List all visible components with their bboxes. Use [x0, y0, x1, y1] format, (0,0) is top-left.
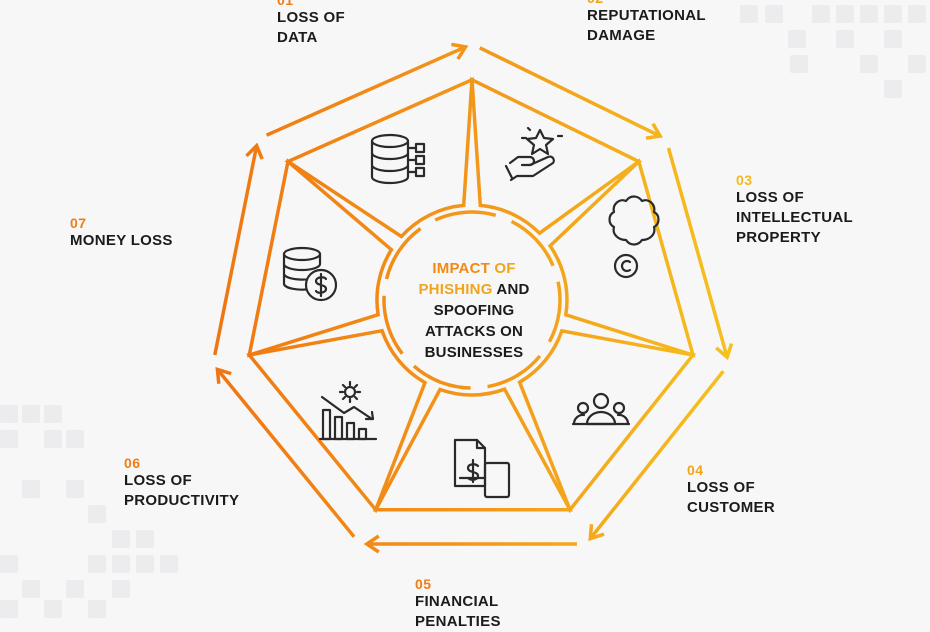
segment-loss-of-customer: [517, 328, 697, 514]
label-money-loss: 07 MONEY LOSS: [70, 215, 173, 251]
label-title: LOSS OF: [687, 479, 755, 496]
label-title: LOSS OF: [736, 189, 804, 206]
label-title: PENALTIES: [415, 613, 501, 630]
label-loss-of-data: 01 LOSS OF DATA: [277, 0, 345, 48]
outer-arrow-ring: [213, 42, 734, 554]
arrow-shaft: [213, 145, 259, 356]
arrow-head: [245, 142, 264, 160]
segment-money-loss: [247, 158, 394, 358]
arrow-head: [588, 524, 605, 542]
brain-copyright-icon: [608, 195, 660, 279]
label-title: PRODUCTIVITY: [124, 492, 240, 509]
center-title-impact: IMPACT: [432, 260, 490, 277]
label-title: LOSS OF: [124, 472, 192, 489]
arrow-shaft: [666, 147, 729, 358]
arrow-shaft: [478, 46, 661, 138]
label-number: 03: [736, 172, 753, 188]
segment-loss-of-data: [284, 77, 474, 239]
declining-chart-icon: [318, 380, 378, 441]
segment-outlines: [246, 76, 697, 514]
label-title: PROPERTY: [736, 229, 821, 246]
label-loss-of-customer: 04 LOSS OF CUSTOMER: [687, 462, 775, 518]
segment-intellectual-property: [547, 158, 696, 358]
arrow-head: [363, 534, 380, 554]
label-reputational-damage: 02 REPUTATIONAL DAMAGE: [587, 0, 706, 46]
label-number: 07: [70, 215, 87, 231]
center-title-phishing: PHISHING: [418, 281, 493, 298]
arrow-shaft: [265, 45, 467, 137]
arrow-head: [715, 342, 734, 361]
database-icon: [370, 133, 426, 185]
segment-financial-penalties: [372, 387, 573, 512]
segment-productivity: [246, 328, 428, 514]
arrow-shaft: [588, 370, 725, 540]
center-ring: [382, 210, 562, 390]
label-title: FINANCIAL: [415, 593, 499, 610]
label-title: CUSTOMER: [687, 499, 775, 516]
label-title: MONEY LOSS: [70, 232, 173, 249]
center-title-rest: AND SPOOFING ATTACKS ON BUSINESSES: [424, 281, 530, 361]
center-title: IMPACT OF PHISHING AND SPOOFING ATTACKS …: [402, 258, 546, 363]
label-number: 02: [587, 0, 706, 6]
label-title: REPUTATIONAL: [587, 7, 706, 24]
label-number: 04: [687, 462, 704, 478]
invoice-dollar-icon: [453, 438, 511, 499]
arrow-head: [451, 42, 469, 60]
label-loss-of-productivity: 06 LOSS OF PRODUCTIVITY: [124, 455, 239, 511]
label-title: INTELLECTUAL: [736, 209, 853, 226]
label-financial-penalties: 05 FINANCIAL PENALTIES: [415, 576, 501, 632]
label-title: DATA: [277, 29, 318, 46]
label-loss-of-intellectual-property: 03 LOSS OF INTELLECTUAL PROPERTY: [736, 172, 853, 248]
center-title-of: OF: [494, 260, 516, 277]
label-number: 05: [415, 576, 432, 592]
arrow-shaft: [216, 368, 356, 538]
label-number: 06: [124, 455, 141, 471]
star-hand-icon: [504, 126, 564, 182]
arrow-head: [645, 122, 664, 140]
coins-dollar-icon: [282, 246, 338, 302]
people-group-icon: [571, 392, 631, 426]
label-number: 01: [277, 0, 294, 8]
label-title: LOSS OF: [277, 9, 345, 26]
segment-reputational-damage: [470, 76, 643, 236]
arrow-head: [215, 366, 232, 384]
label-title: DAMAGE: [587, 27, 656, 44]
